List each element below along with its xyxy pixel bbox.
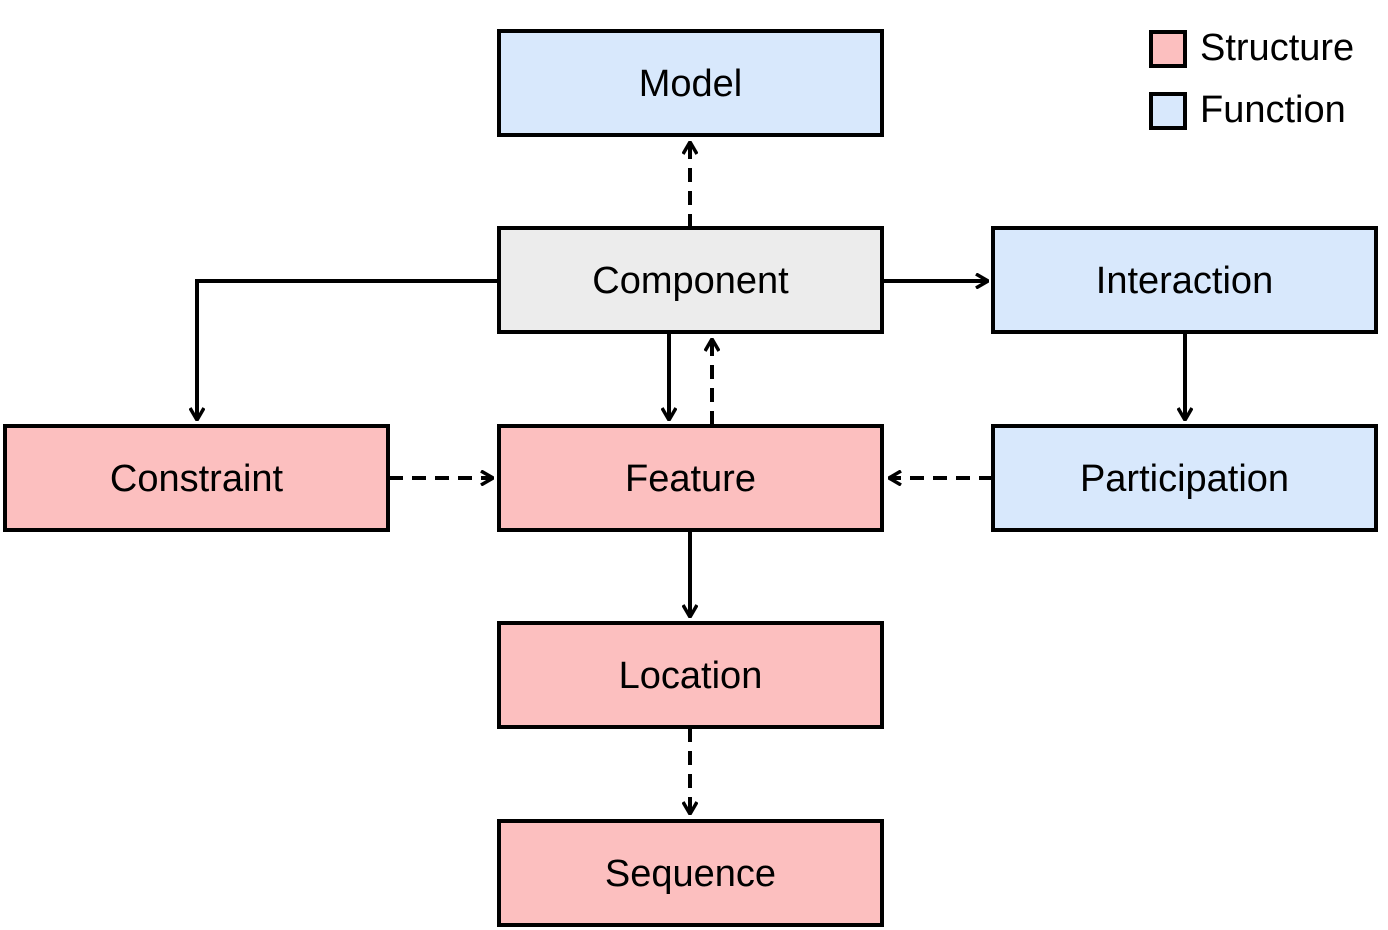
node-participation-label: Participation	[1080, 458, 1289, 500]
node-model[interactable]: Model	[497, 29, 884, 137]
node-component-label: Component	[592, 260, 789, 302]
node-constraint-box	[3, 424, 390, 532]
node-component[interactable]: Component	[497, 226, 884, 334]
legend-structure-swatch	[1149, 30, 1187, 68]
node-participation-box	[991, 424, 1378, 532]
node-sequence-label: Sequence	[605, 853, 776, 895]
legend: Structure Function	[1149, 27, 1354, 131]
node-sequence-box	[497, 819, 884, 927]
node-constraint[interactable]: Constraint	[3, 424, 390, 532]
node-location-box	[497, 621, 884, 729]
node-sequence[interactable]: Sequence	[497, 819, 884, 927]
node-location-label: Location	[619, 655, 763, 697]
node-constraint-label: Constraint	[110, 458, 284, 500]
node-component-box	[497, 226, 884, 334]
node-interaction-label: Interaction	[1096, 260, 1273, 302]
legend-structure-label: Structure	[1200, 27, 1354, 69]
node-interaction[interactable]: Interaction	[991, 226, 1378, 334]
node-location[interactable]: Location	[497, 621, 884, 729]
legend-function-swatch	[1149, 92, 1187, 130]
node-feature[interactable]: Feature	[497, 424, 884, 532]
legend-function-label: Function	[1200, 89, 1346, 131]
node-participation[interactable]: Participation	[991, 424, 1378, 532]
node-model-label: Model	[639, 63, 743, 105]
node-feature-label: Feature	[625, 458, 756, 500]
edge-component-constraint	[197, 279, 499, 420]
edges	[197, 142, 1185, 814]
node-interaction-box	[991, 226, 1378, 334]
node-feature-box	[497, 424, 884, 532]
node-model-box	[497, 29, 884, 137]
